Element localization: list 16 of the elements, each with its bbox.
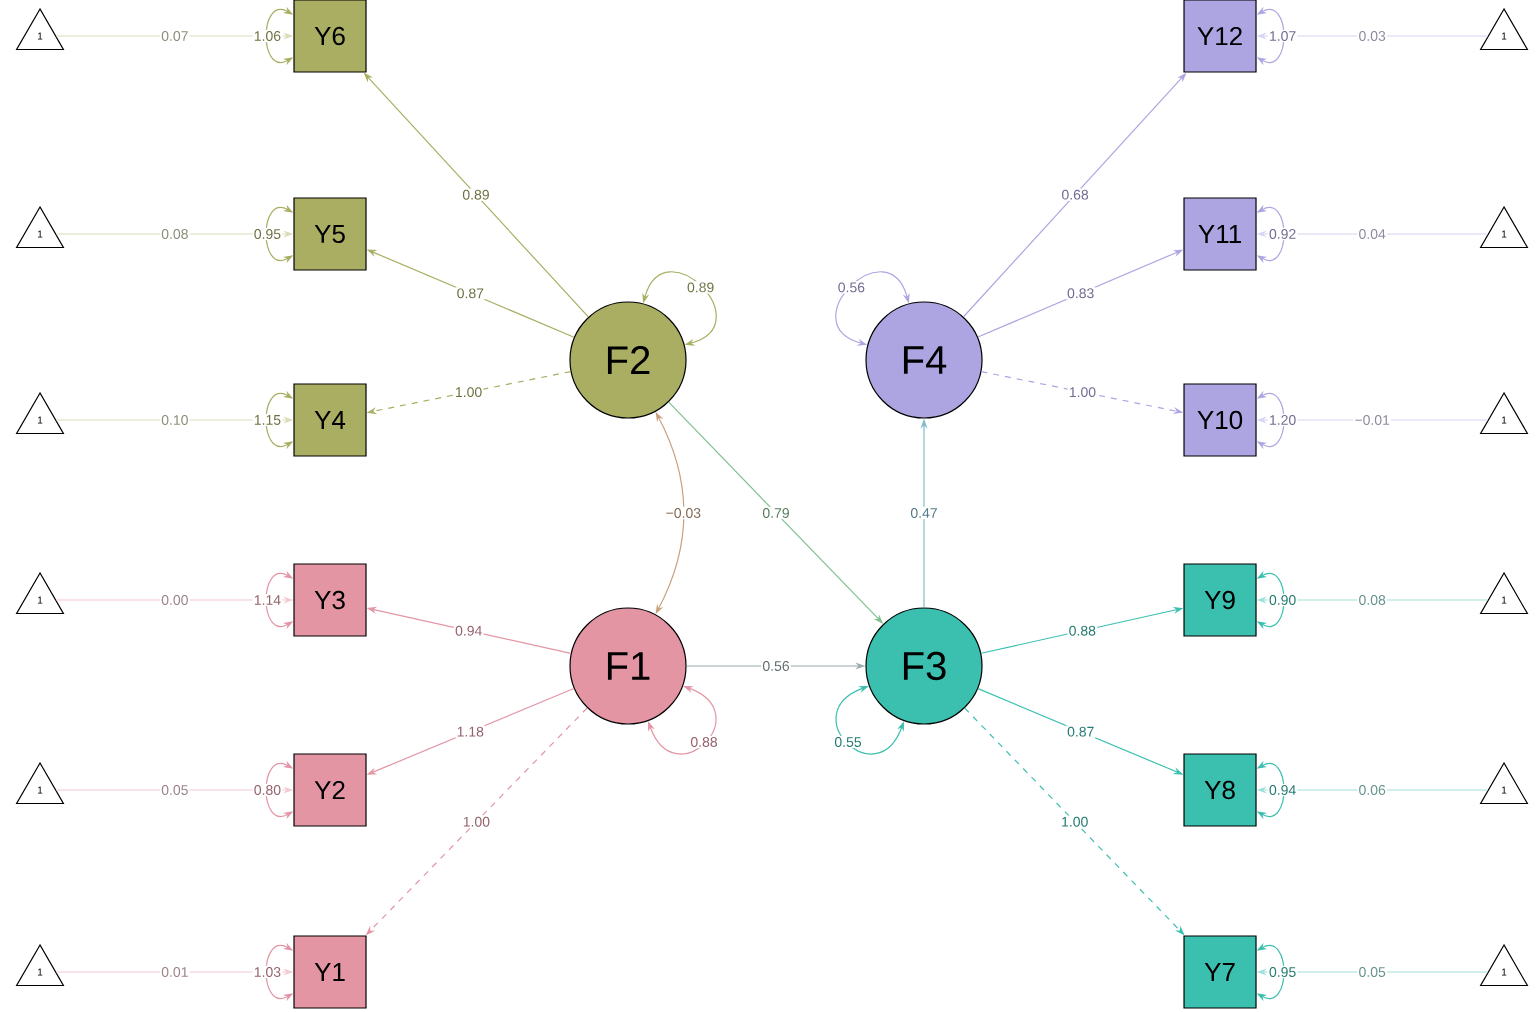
observed-variable-box: Y9 — [1183, 563, 1257, 637]
curved-double-arrow — [642, 271, 717, 346]
curved-double-arrow — [835, 271, 910, 346]
observed-variable-box: Y12 — [1183, 0, 1257, 73]
observed-variable-box: Y6 — [293, 0, 367, 73]
observed-variable-box: Y8 — [1183, 753, 1257, 827]
observed-variable-box: Y3 — [293, 563, 367, 637]
curved-double-arrow — [835, 686, 904, 755]
observed-variable-box: Y7 — [1183, 935, 1257, 1009]
observed-variable-box: Y1 — [293, 935, 367, 1009]
observed-variable-box: Y11 — [1183, 197, 1257, 271]
observed-variable-box: Y2 — [293, 753, 367, 827]
observed-variable-box: Y4 — [293, 383, 367, 457]
observed-variable-box: Y10 — [1183, 383, 1257, 457]
observed-variable-box: Y5 — [293, 197, 367, 271]
curved-double-arrow — [648, 686, 717, 755]
